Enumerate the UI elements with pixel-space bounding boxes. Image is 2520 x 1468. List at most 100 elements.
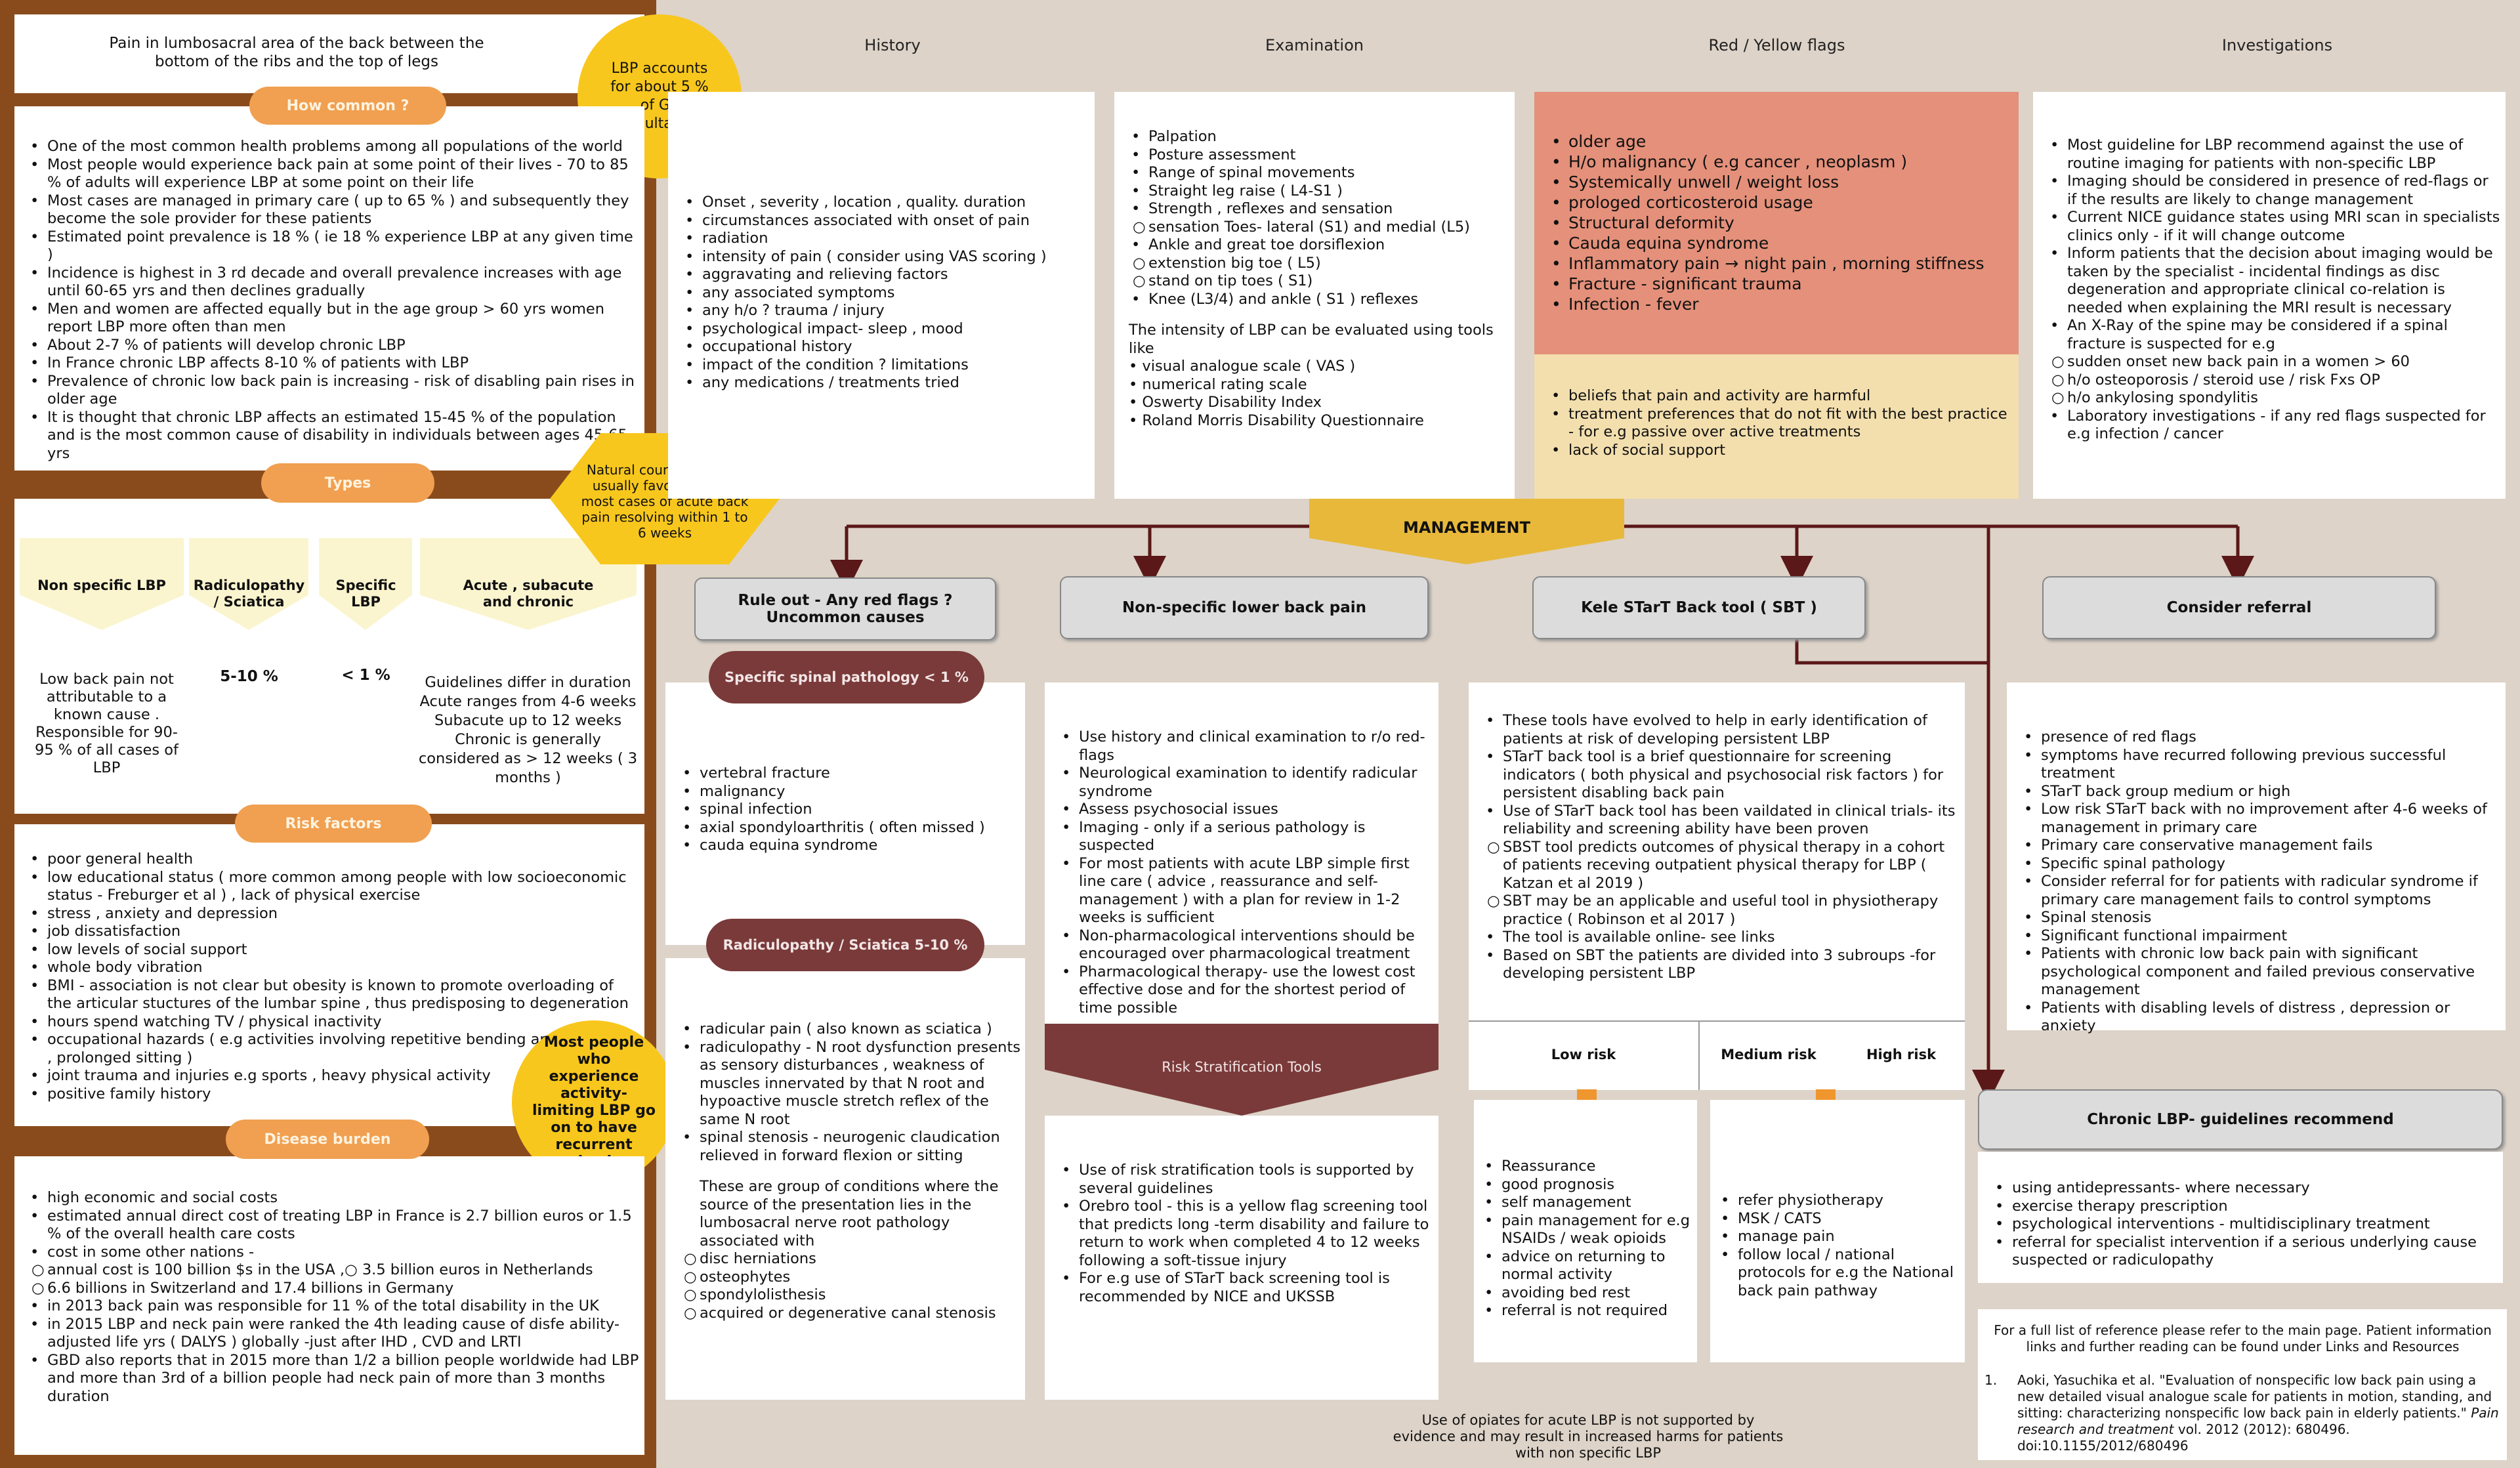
risk-factors-heading: Risk factors bbox=[235, 805, 432, 843]
type-acute-desc: Guidelines differ in duration Acute rang… bbox=[418, 674, 638, 786]
list-item: Palpation bbox=[1129, 128, 1509, 146]
list-item: For most patients with acute LBP simple … bbox=[1059, 855, 1433, 927]
chronic-box: using antidepressants- where necessary e… bbox=[1978, 1152, 2503, 1283]
page-title: Pain in lumbosacral area of the back bet… bbox=[109, 35, 484, 70]
nonspecific-node: Non-specific lower back pain bbox=[1060, 576, 1429, 639]
list-item: beliefs that pain and activity are harmf… bbox=[1549, 387, 2011, 406]
specific-pathology-box: vertebral fracture malignancy spinal inf… bbox=[665, 682, 1025, 945]
list-item: It is thought that chronic LBP affects a… bbox=[28, 409, 635, 463]
reference-part-2: vol. 2012 (2012): 680496. doi:10.1155/20… bbox=[2017, 1421, 2350, 1454]
list-item: axial spondyloarthritis ( often missed ) bbox=[680, 819, 1021, 837]
reference-journal: Pain research and treatment bbox=[2017, 1405, 2499, 1437]
list-item: symptoms have recurred following previou… bbox=[2021, 747, 2500, 783]
list-item: follow local / national protocols for e.… bbox=[1718, 1246, 1961, 1301]
list-item: One of the most common health problems a… bbox=[28, 138, 635, 156]
medium-risk-label: Medium risk bbox=[1721, 1047, 1816, 1062]
list-item: prologed corticosteroid usage bbox=[1549, 192, 2011, 213]
list-item: MSK / CATS bbox=[1718, 1210, 1961, 1228]
list-item: Use history and clinical examination to … bbox=[1059, 728, 1433, 765]
history-list: Onset , severity , location , quality. d… bbox=[682, 194, 1086, 392]
list-item: • Roland Morris Disability Questionnaire bbox=[1129, 411, 1424, 429]
list-item: disc herniations bbox=[680, 1250, 1021, 1269]
list-item: any medications / treatments tried bbox=[682, 374, 1086, 392]
how-common-heading: How common ? bbox=[249, 87, 446, 125]
list-item: pain management for e.g NSAIDs / weak op… bbox=[1482, 1212, 1692, 1248]
list-item: in 2013 back pain was responsible for 11… bbox=[28, 1297, 641, 1316]
referral-node: Consider referral bbox=[2042, 576, 2436, 639]
list-item: psychological interventions - multidisci… bbox=[1992, 1215, 2498, 1234]
list-item: In France chronic LBP affects 8-10 % of … bbox=[28, 354, 635, 373]
list-item: any h/o ? trauma / injury bbox=[682, 302, 1086, 320]
list-item: high economic and social costs bbox=[28, 1189, 641, 1207]
list-item: Range of spinal movements bbox=[1129, 164, 1509, 182]
type-radiculopathy-label: Radiculopathy / Sciatica bbox=[193, 577, 305, 610]
nonspecific-box: Use history and clinical examination to … bbox=[1045, 682, 1438, 1024]
start-box: These tools have evolved to help in earl… bbox=[1469, 682, 1965, 1050]
specific-pathology-heading: Specific spinal pathology < 1 % bbox=[709, 651, 984, 703]
list-item: Low risk STarT back with no improvement … bbox=[2021, 801, 2500, 837]
list-item: in 2015 LBP and neck pain were ranked th… bbox=[28, 1316, 641, 1352]
list-item: whole body vibration bbox=[28, 959, 641, 977]
disease-burden-heading: Disease burden bbox=[226, 1120, 429, 1159]
list-item: h/o osteoporosis / steroid use / risk Fx… bbox=[2048, 371, 2500, 390]
risk-strat-box: Use of risk stratification tools is supp… bbox=[1045, 1116, 1438, 1400]
list-item: spinal infection bbox=[680, 801, 1021, 819]
list-item: self management bbox=[1482, 1194, 1692, 1212]
list-item: spinal stenosis - neurogenic claudicatio… bbox=[680, 1129, 1021, 1165]
list-item: poor general health bbox=[28, 850, 641, 869]
list-item: The intensity of LBP can be evaluated us… bbox=[1129, 322, 1494, 357]
low-risk-box: Reassurance good prognosis self manageme… bbox=[1474, 1100, 1697, 1362]
yellow-flags-list: beliefs that pain and activity are harmf… bbox=[1549, 387, 2011, 459]
list-item: Fracture - significant trauma bbox=[1549, 274, 2011, 294]
risk-divider bbox=[1698, 1022, 1700, 1090]
low-risk-list: Reassurance good prognosis self manageme… bbox=[1482, 1158, 1692, 1320]
list-item: Neurological examination to identify rad… bbox=[1059, 765, 1433, 801]
referral-list: presence of red flags symptoms have recu… bbox=[2021, 728, 2500, 1036]
start-node: Kele STarT Back tool ( SBT ) bbox=[1532, 576, 1866, 639]
history-box: Onset , severity , location , quality. d… bbox=[668, 92, 1095, 499]
opiates-note: Use of opiates for acute LBP is not supp… bbox=[1393, 1412, 1784, 1461]
radiculopathy-box: radicular pain ( also known as sciatica … bbox=[665, 958, 1025, 1400]
list-item: cauda equina syndrome bbox=[680, 837, 1021, 855]
list-item: SBST tool predicts outcomes of physical … bbox=[1483, 839, 1959, 893]
how-common-box: One of the most common health problems a… bbox=[14, 106, 644, 471]
list-item: extenstion big toe ( L5) bbox=[1129, 255, 1509, 273]
risk-factors-list: poor general health low educational stat… bbox=[28, 850, 641, 1103]
list-item: Specific spinal pathology bbox=[2021, 855, 2500, 873]
list-item: Significant functional impairment bbox=[2021, 927, 2500, 946]
list-item: radiation bbox=[682, 230, 1086, 248]
chronic-list: using antidepressants- where necessary e… bbox=[1992, 1179, 2498, 1270]
medhigh-risk-box: refer physiotherapy MSK / CATS manage pa… bbox=[1710, 1100, 1965, 1362]
list-item: Spinal stenosis bbox=[2021, 909, 2500, 927]
list-item: Patients with chronic low back pain with… bbox=[2021, 945, 2500, 999]
types-heading: Types bbox=[261, 463, 434, 503]
specific-pathology-list: vertebral fracture malignancy spinal inf… bbox=[680, 765, 1021, 855]
type-specific-desc: < 1 % bbox=[341, 667, 390, 684]
list-item: Straight leg raise ( L4-S1 ) bbox=[1129, 182, 1509, 201]
list-item: Patients with disabling levels of distre… bbox=[2021, 999, 2500, 1036]
list-item: An X-Ray of the spine may be considered … bbox=[2048, 317, 2500, 353]
list-item: presence of red flags bbox=[2021, 728, 2500, 747]
list-item: cost in some other nations - bbox=[28, 1244, 641, 1262]
chronic-heading: Chronic LBP- guidelines recommend bbox=[1978, 1089, 2503, 1150]
red-flags-list: older age H/o malignancy ( e.g cancer , … bbox=[1549, 131, 2011, 314]
reference-part-1: Aoki, Yasuchika et al. "Evaluation of no… bbox=[2017, 1372, 2492, 1421]
list-item: For e.g use of STarT back screening tool… bbox=[1059, 1270, 1433, 1306]
list-item: Onset , severity , location , quality. d… bbox=[682, 194, 1086, 212]
list-item: occupational history bbox=[682, 338, 1086, 356]
medhigh-risk-list: refer physiotherapy MSK / CATS manage pa… bbox=[1718, 1192, 1961, 1300]
list-item: spondylolisthesis bbox=[680, 1286, 1021, 1305]
list-item: Primary care conservative management fai… bbox=[2021, 837, 2500, 855]
start-list: These tools have evolved to help in earl… bbox=[1483, 712, 1959, 983]
list-item: vertebral fracture bbox=[680, 765, 1021, 783]
radiculopathy-heading: Radiculopathy / Sciatica 5-10 % bbox=[706, 919, 984, 971]
list-item: Knee (L3/4) and ankle ( S1 ) reflexes bbox=[1129, 291, 1509, 309]
list-item: positive family history bbox=[28, 1085, 641, 1104]
list-item: sudden onset new back pain in a women > … bbox=[2048, 353, 2500, 371]
list-item: BMI - association is not clear but obesi… bbox=[28, 977, 641, 1013]
list-item: older age bbox=[1549, 131, 2011, 152]
list-item: good prognosis bbox=[1482, 1176, 1692, 1194]
reference-number: 1. bbox=[1984, 1372, 1998, 1388]
list-item: low levels of social support bbox=[28, 941, 641, 959]
list-item: hours spend watching TV / physical inact… bbox=[28, 1013, 641, 1032]
